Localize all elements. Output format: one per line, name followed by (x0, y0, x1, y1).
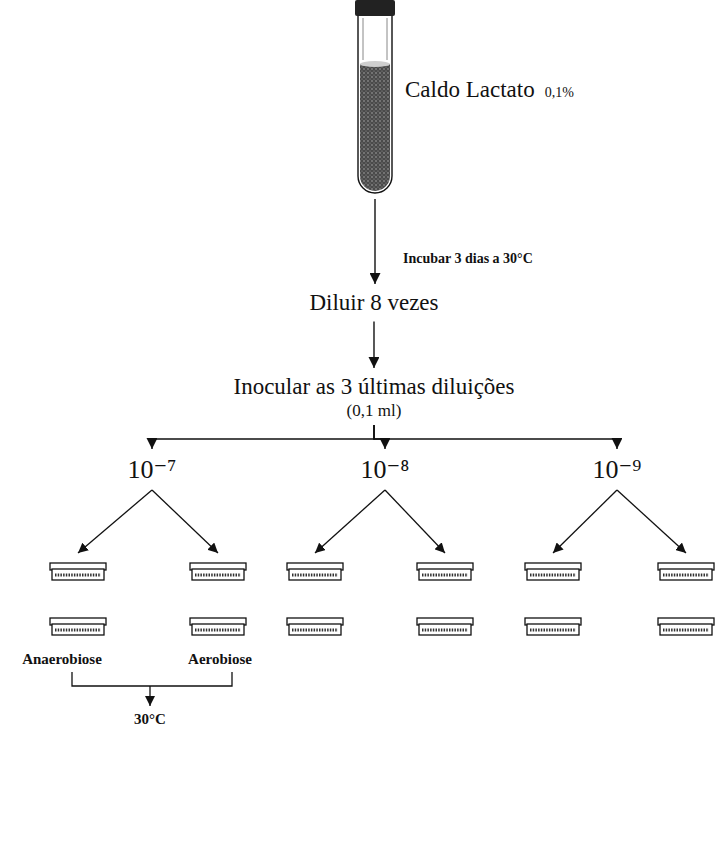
step-label: (0,1 ml) (233, 401, 514, 421)
step-text: Diluir 8 vezes (305, 287, 442, 319)
petri-dish (525, 618, 581, 635)
step-label: Diluir 8 vezes (309, 289, 438, 317)
step-label: 10⁻⁸ (361, 454, 410, 485)
split-arrow (617, 490, 686, 553)
petri-dish (50, 618, 106, 635)
flow-arrow (374, 425, 617, 449)
split-arrows (78, 490, 686, 553)
petri-dish (417, 618, 473, 635)
tube-caption: Caldo Lactato 0,1% (405, 76, 574, 104)
edge-label: Incubar 3 dias a 30°C (403, 251, 533, 268)
split-arrow (78, 490, 152, 553)
split-arrow (385, 490, 445, 553)
flow-arrow (374, 425, 385, 449)
condition-label: Anaerobiose (22, 650, 102, 668)
step-label: 10⁻⁷ (128, 454, 177, 485)
step-label: Inocular as 3 últimas diluições (233, 373, 514, 401)
step-label: 10⁻⁹ (593, 454, 642, 485)
step-text: 10⁻⁸ (357, 452, 414, 487)
concentration: 0,1% (545, 85, 574, 102)
petri-dish (190, 618, 246, 635)
petri-dish (658, 563, 714, 580)
petri-dish (190, 563, 246, 580)
petri-dish (287, 618, 343, 635)
petri-dish (287, 563, 343, 580)
split-arrow (553, 490, 617, 553)
condition-label: Aerobiose (188, 650, 252, 668)
flow-arrow (374, 199, 375, 284)
petri-dishes (50, 563, 714, 635)
flow-arrow (373, 322, 374, 368)
split-arrow (315, 490, 385, 553)
flow-arrow (152, 425, 374, 449)
petri-dish (50, 563, 106, 580)
tube-outline (355, 0, 395, 196)
medium-name: Caldo Lactato (405, 76, 535, 104)
petri-dish (417, 563, 473, 580)
temperature-label: 30°C (134, 710, 166, 728)
petri-dish (525, 563, 581, 580)
petri-dish (658, 618, 714, 635)
step-text: 10⁻⁹ (589, 452, 646, 487)
test-tube: Caldo Lactato0,1% (355, 0, 395, 196)
split-arrow (152, 490, 218, 553)
step-text: 10⁻⁷ (124, 452, 181, 487)
step-text: Inocular as 3 últimas diluições(0,1 ml) (229, 371, 518, 423)
bracket (72, 672, 232, 706)
